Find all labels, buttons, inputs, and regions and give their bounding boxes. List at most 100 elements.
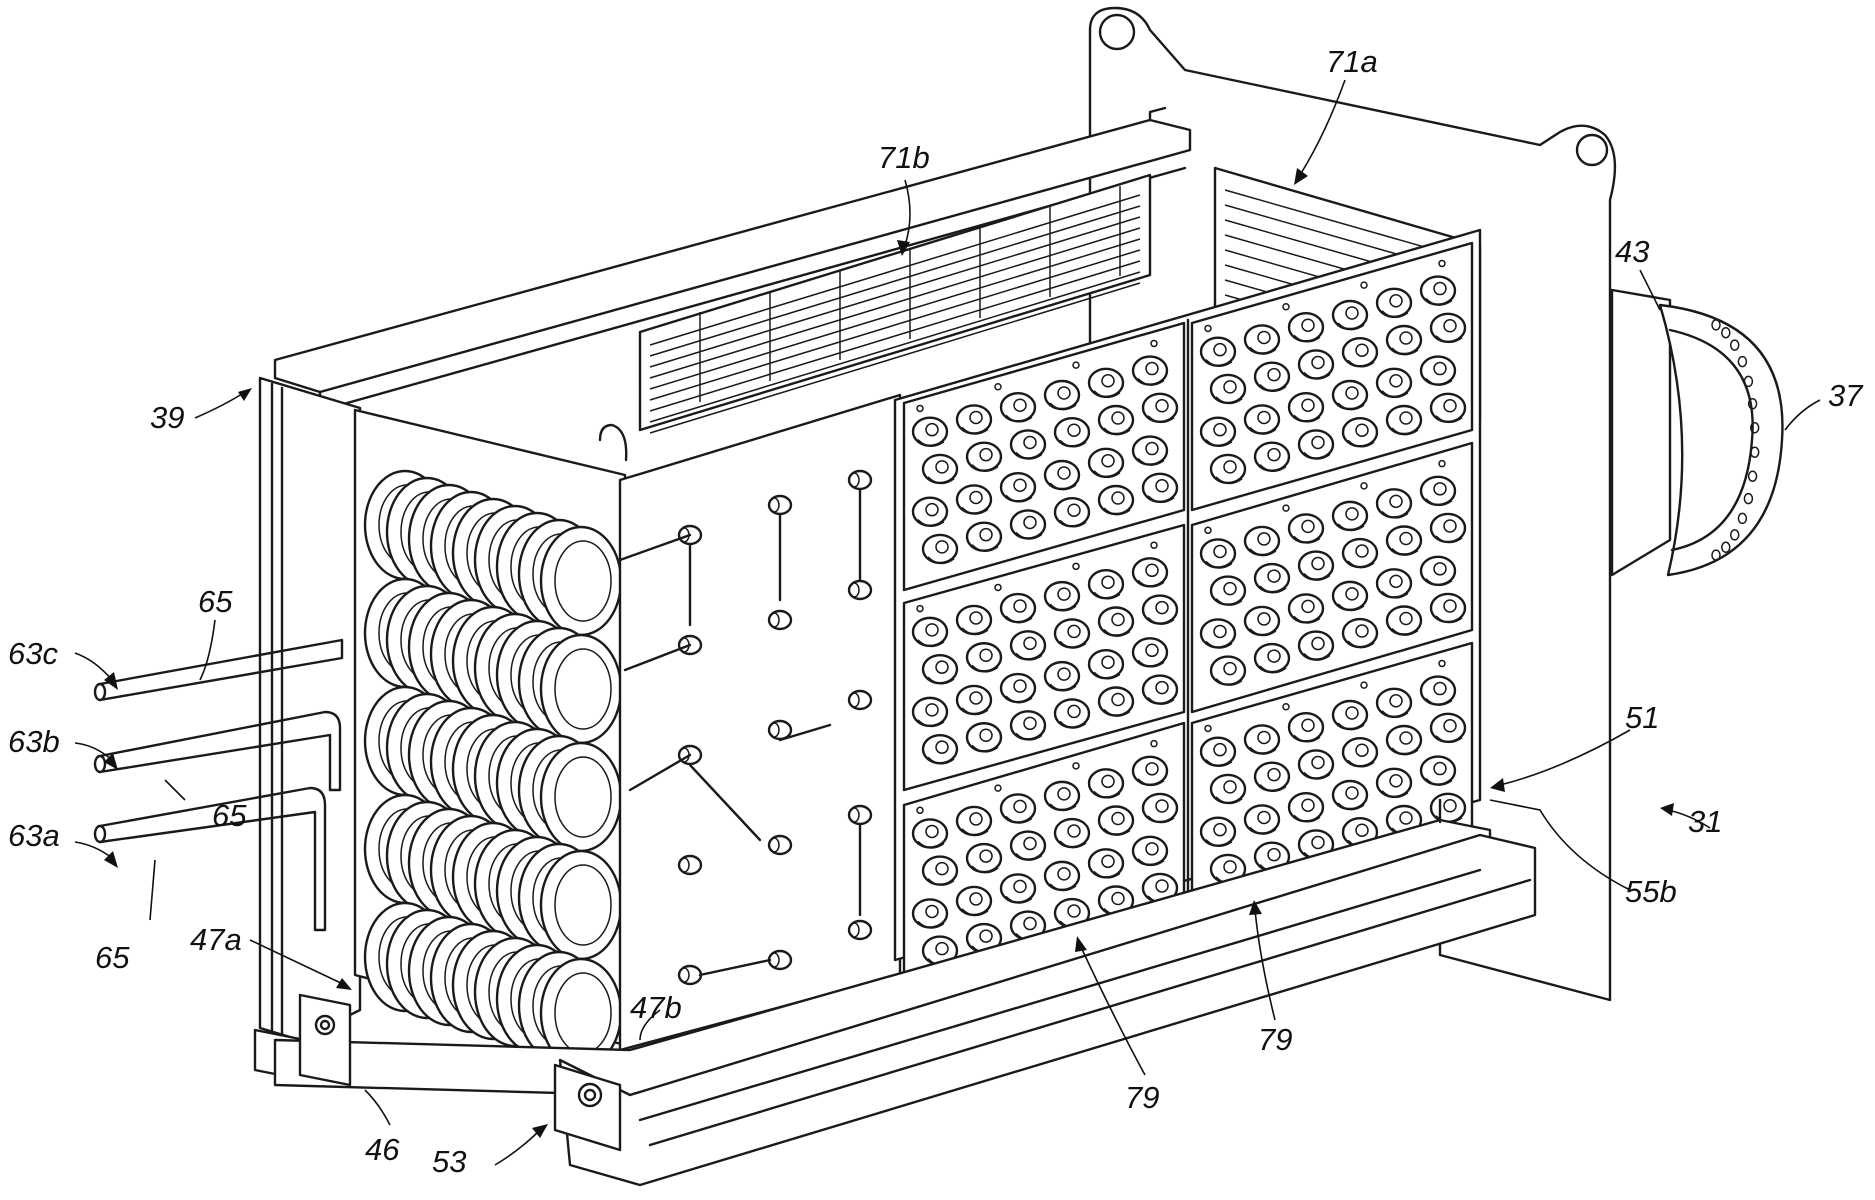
valve-body (1001, 594, 1035, 622)
label-79-right: 79 (1258, 1022, 1292, 1057)
valve-body (1055, 418, 1089, 446)
coil-loop (541, 743, 621, 851)
valve-body (1133, 437, 1167, 465)
valve-body (1343, 738, 1377, 766)
valve-body (1099, 807, 1133, 835)
valve-body (1255, 564, 1289, 592)
valve-body (913, 618, 947, 646)
valve-body (1245, 607, 1279, 635)
valve-body (1421, 677, 1455, 705)
label-65-mid: 65 (212, 798, 247, 833)
valve-body (1421, 557, 1455, 585)
valve-body (1143, 394, 1177, 422)
valve-body (1245, 325, 1279, 353)
valve-body (1143, 596, 1177, 624)
valve-body (1089, 650, 1123, 678)
label-53: 53 (432, 1144, 466, 1179)
valve-body (1431, 594, 1465, 622)
label-39: 39 (150, 400, 184, 435)
valve-body (1387, 607, 1421, 635)
valve-body (1089, 570, 1123, 598)
valve-body (1377, 689, 1411, 717)
valve-body (1377, 289, 1411, 317)
valve-body (923, 535, 957, 563)
valve-body (1089, 449, 1123, 477)
valve-body (1001, 874, 1035, 902)
label-65-top: 65 (198, 584, 233, 619)
label-47a: 47a (190, 922, 242, 957)
valve-body (1099, 608, 1133, 636)
valve-body (1055, 819, 1089, 847)
label-47b: 47b (630, 990, 682, 1025)
valve-body (1421, 357, 1455, 385)
valve-body (1245, 805, 1279, 833)
valve-body (1387, 326, 1421, 354)
valve-body (1099, 688, 1133, 716)
valve-body (913, 819, 947, 847)
valve-body (1387, 726, 1421, 754)
label-51: 51 (1625, 700, 1659, 735)
valve-body (1289, 313, 1323, 341)
valve-body (1333, 701, 1367, 729)
label-63a: 63a (8, 818, 60, 853)
valve-body (1055, 619, 1089, 647)
valve-body (967, 523, 1001, 551)
valve-body (1431, 314, 1465, 342)
valve-body (1387, 406, 1421, 434)
valve-body (957, 405, 991, 433)
valve-body (1377, 369, 1411, 397)
valve-body (1011, 711, 1045, 739)
valve-body (1289, 713, 1323, 741)
valve-body (1431, 394, 1465, 422)
valve-body (1055, 699, 1089, 727)
valve-body (913, 418, 947, 446)
valve-body (1001, 794, 1035, 822)
coil-housing (355, 410, 625, 1067)
valve-body (1343, 418, 1377, 446)
valve-body (1245, 405, 1279, 433)
valve-body (1011, 631, 1045, 659)
valve-body (1299, 552, 1333, 580)
valve-body (1299, 430, 1333, 458)
label-71b: 71b (878, 140, 930, 175)
label-37: 37 (1828, 378, 1864, 413)
valve-body (1045, 862, 1079, 890)
valve-body (923, 735, 957, 763)
valve-body (1255, 763, 1289, 791)
valve-body (1333, 301, 1367, 329)
valve-body (1099, 486, 1133, 514)
valve-body (1343, 539, 1377, 567)
flange-port (1612, 290, 1782, 575)
valve-body (1431, 514, 1465, 542)
valve-body (967, 643, 1001, 671)
valve-body (923, 455, 957, 483)
valve-body (1055, 498, 1089, 526)
valve-body (1143, 474, 1177, 502)
valve-body (1387, 527, 1421, 555)
valve-body (1211, 657, 1245, 685)
valve-body (1011, 430, 1045, 458)
valve-body (1377, 489, 1411, 517)
valve-body (1011, 510, 1045, 538)
valve-body (1089, 769, 1123, 797)
valve-body (1133, 558, 1167, 586)
valve-body (967, 844, 1001, 872)
valve-body (1289, 594, 1323, 622)
valve-body (1245, 527, 1279, 555)
valve-body (1133, 837, 1167, 865)
valve-body (957, 606, 991, 634)
coil-loop (541, 527, 621, 635)
valve-body (1421, 477, 1455, 505)
valve-body (1431, 714, 1465, 742)
helical-coils (365, 471, 621, 1067)
valve-body (913, 498, 947, 526)
valve-body (1133, 757, 1167, 785)
valve-body (1333, 582, 1367, 610)
valve-body (1299, 750, 1333, 778)
coil-loop (541, 635, 621, 743)
label-55b: 55b (1625, 874, 1677, 909)
valve-body (1045, 461, 1079, 489)
valve-body (1133, 638, 1167, 666)
valve-body (957, 887, 991, 915)
valve-body (913, 899, 947, 927)
